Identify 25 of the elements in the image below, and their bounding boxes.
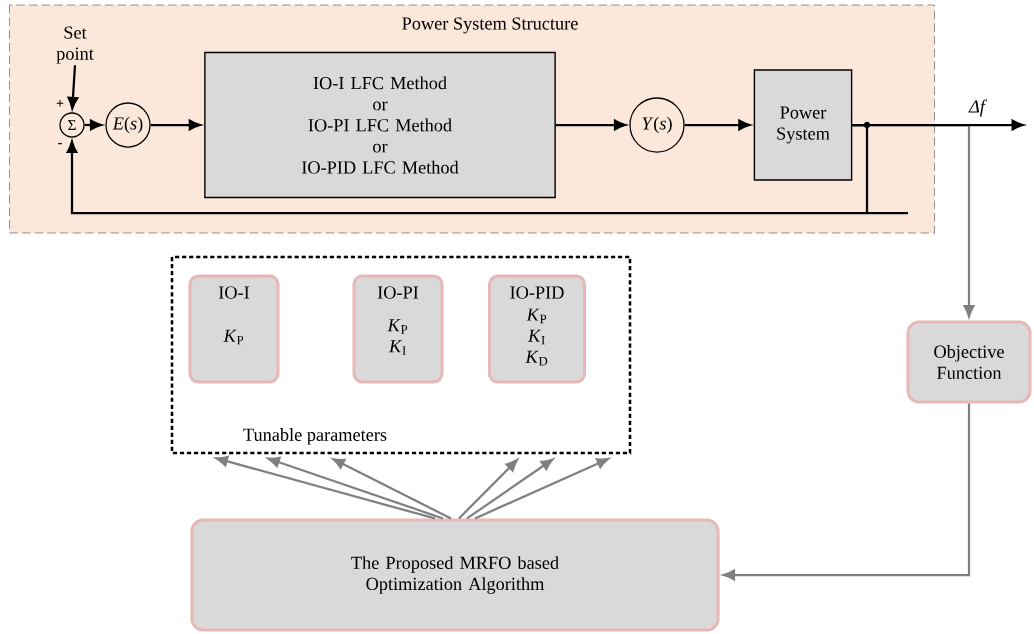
arrow xyxy=(458,459,518,520)
arrow xyxy=(67,65,79,110)
parameter-box: IO-PI K$_{P}$ K$_{I}$ xyxy=(352,274,444,384)
edge-label: Δf xyxy=(968,99,987,117)
arrow xyxy=(684,119,751,131)
process-box: Power System xyxy=(753,69,853,181)
process-box: The Proposed MRFO based Optimization Algorithm xyxy=(190,518,720,632)
arrow xyxy=(215,455,436,520)
input-label: Set point xyxy=(56,26,94,64)
process-box: Objective Function xyxy=(906,320,1032,404)
parameter-box: IO-I K$_{P}$ xyxy=(188,274,280,384)
sign-label: - xyxy=(58,143,62,145)
arrow xyxy=(466,458,554,520)
summing-junction: Σ xyxy=(59,112,85,138)
arrow xyxy=(84,119,103,131)
arrow xyxy=(474,457,609,520)
arrow xyxy=(332,458,452,520)
arrow xyxy=(555,119,627,131)
arrow xyxy=(267,456,444,520)
parameter-box: IO-PID K$_{P}$ K$_{I}$ K$_{D}$ xyxy=(487,274,587,384)
sign-label: + xyxy=(56,100,64,107)
arrow xyxy=(722,403,971,581)
arrow xyxy=(66,123,910,215)
arrow xyxy=(150,119,201,131)
process-box: IO-I LFC Method or IO-PI LFC Method or IO-PID LFC Method xyxy=(204,51,556,199)
